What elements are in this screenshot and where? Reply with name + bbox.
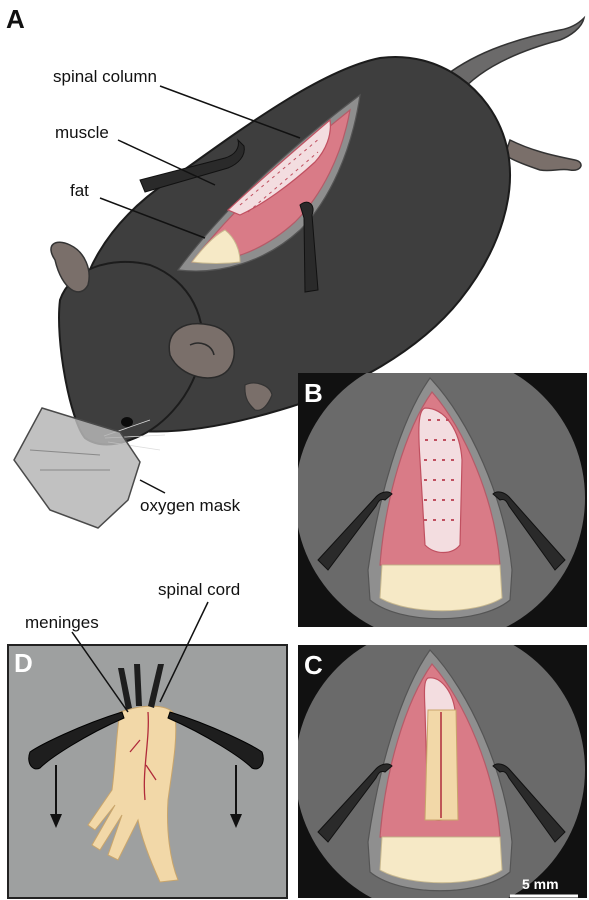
mouse-ear-back <box>51 242 89 292</box>
label-spinal-column: spinal column <box>53 67 157 86</box>
panel-b <box>298 373 587 627</box>
panel-c <box>298 645 587 898</box>
panel-letter-c: C <box>304 650 323 680</box>
fat-tissue-c <box>380 837 502 883</box>
panel-d <box>8 602 287 898</box>
panel-letter-d: D <box>14 648 33 678</box>
label-spinal-cord: spinal cord <box>158 580 240 599</box>
mouse-hind-foot <box>505 140 581 171</box>
panel-letter-b: B <box>304 378 323 408</box>
label-oxygen-mask: oxygen mask <box>140 496 241 515</box>
label-meninges: meninges <box>25 613 99 632</box>
fat-tissue-b <box>380 565 502 611</box>
panel-letter-a: A <box>6 4 25 34</box>
mouse-eye <box>121 417 133 427</box>
label-fat: fat <box>70 181 89 200</box>
scale-bar-label: 5 mm <box>522 876 559 892</box>
label-muscle: muscle <box>55 123 109 142</box>
